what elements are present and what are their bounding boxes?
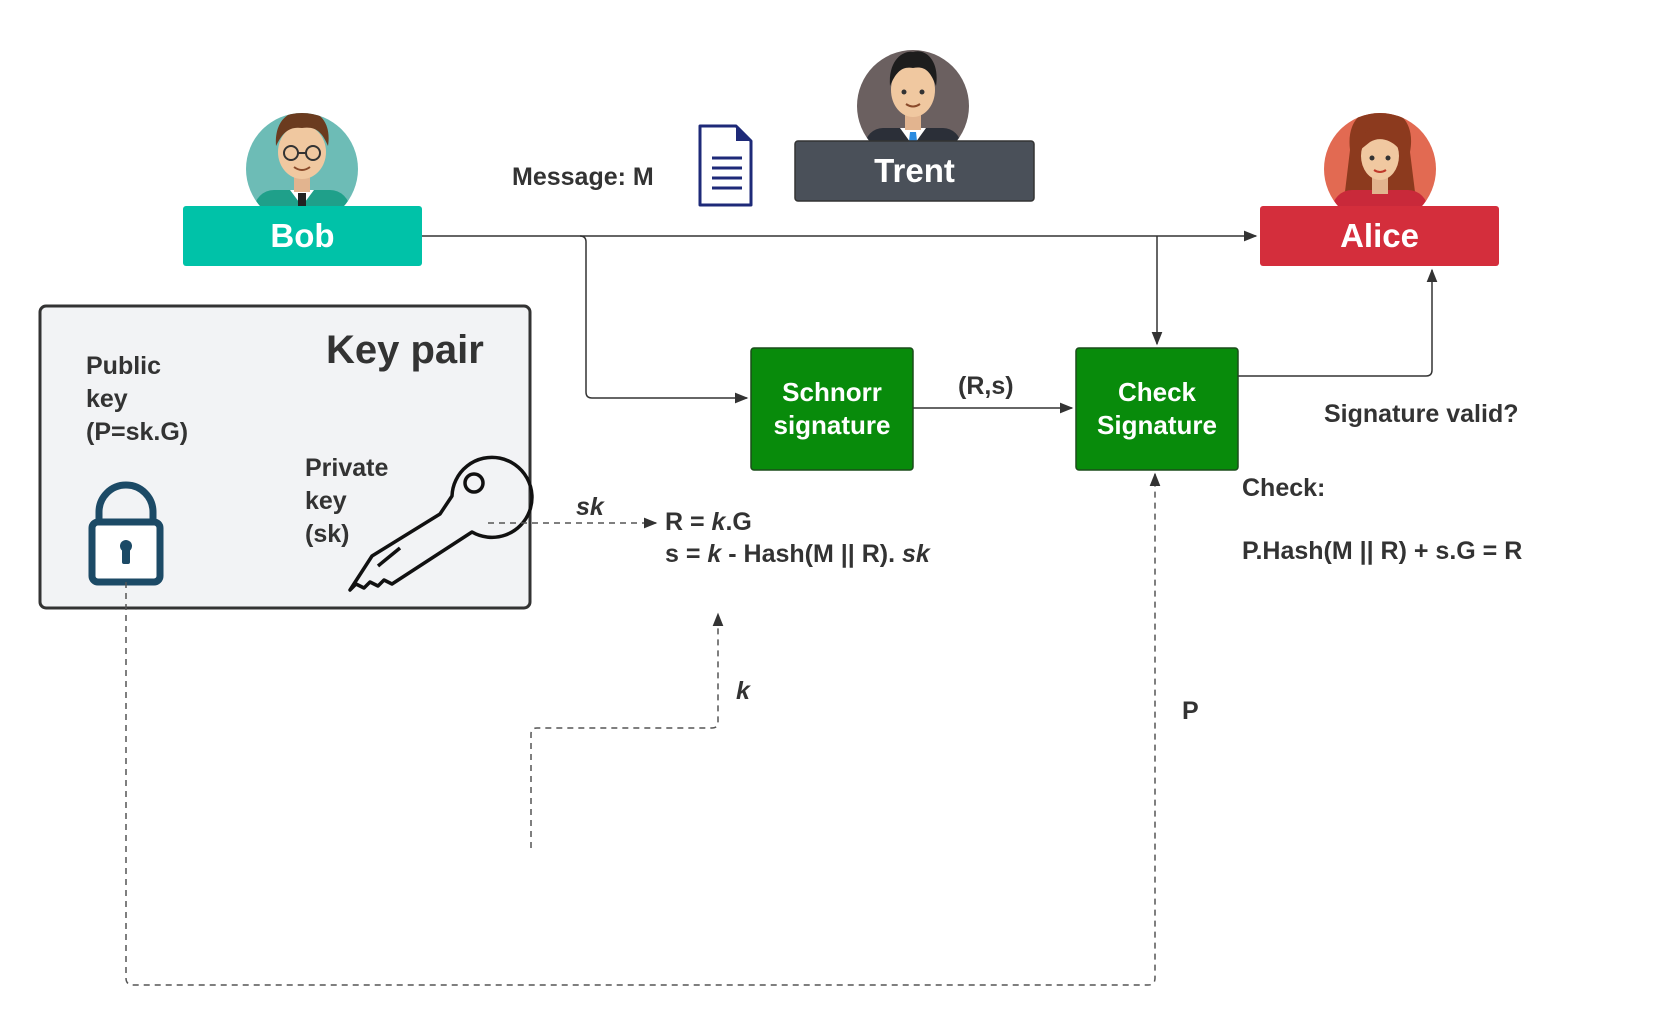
keypair-title: Key pair xyxy=(326,328,484,372)
key-icon xyxy=(348,455,534,592)
equation-s: s = k - Hash(M || R). sk xyxy=(665,540,930,568)
message-label: Message: M xyxy=(512,163,654,191)
check-title: Check: xyxy=(1242,474,1326,502)
bob-label: Bob xyxy=(270,217,335,254)
alice-box xyxy=(1260,206,1499,266)
schnorr-signature-label: Schnorr signature xyxy=(773,377,891,440)
sk-label: sk xyxy=(576,493,604,521)
check-signature-label: Check Signature xyxy=(1097,377,1217,440)
trent-label: Trent xyxy=(874,152,955,189)
bob-avatar xyxy=(246,113,358,225)
public-key-label: Public key (P=sk.G) xyxy=(86,352,189,446)
schnorr-box xyxy=(750,347,914,471)
padlock-icon xyxy=(88,481,164,586)
check-box xyxy=(1075,347,1239,471)
document-icon xyxy=(698,124,753,207)
k-label: k xyxy=(736,677,750,705)
private-key-label: Private key (sk) xyxy=(305,454,389,548)
p-label: P xyxy=(1182,697,1199,725)
edge-check-alice xyxy=(1238,268,1438,377)
alice-label: Alice xyxy=(1340,217,1419,254)
edge-bob-schnorr xyxy=(579,235,749,404)
trent-box xyxy=(794,140,1035,202)
alice-avatar xyxy=(1324,113,1436,225)
edge-p xyxy=(125,472,1161,986)
bob-box xyxy=(183,206,422,266)
check-equation: P.Hash(M || R) + s.G = R xyxy=(1242,537,1523,565)
rs-label: (R,s) xyxy=(958,372,1014,400)
edge-k xyxy=(530,612,724,848)
signature-valid-label: Signature valid? xyxy=(1324,400,1519,428)
equation-r: R = k.G xyxy=(665,508,752,536)
